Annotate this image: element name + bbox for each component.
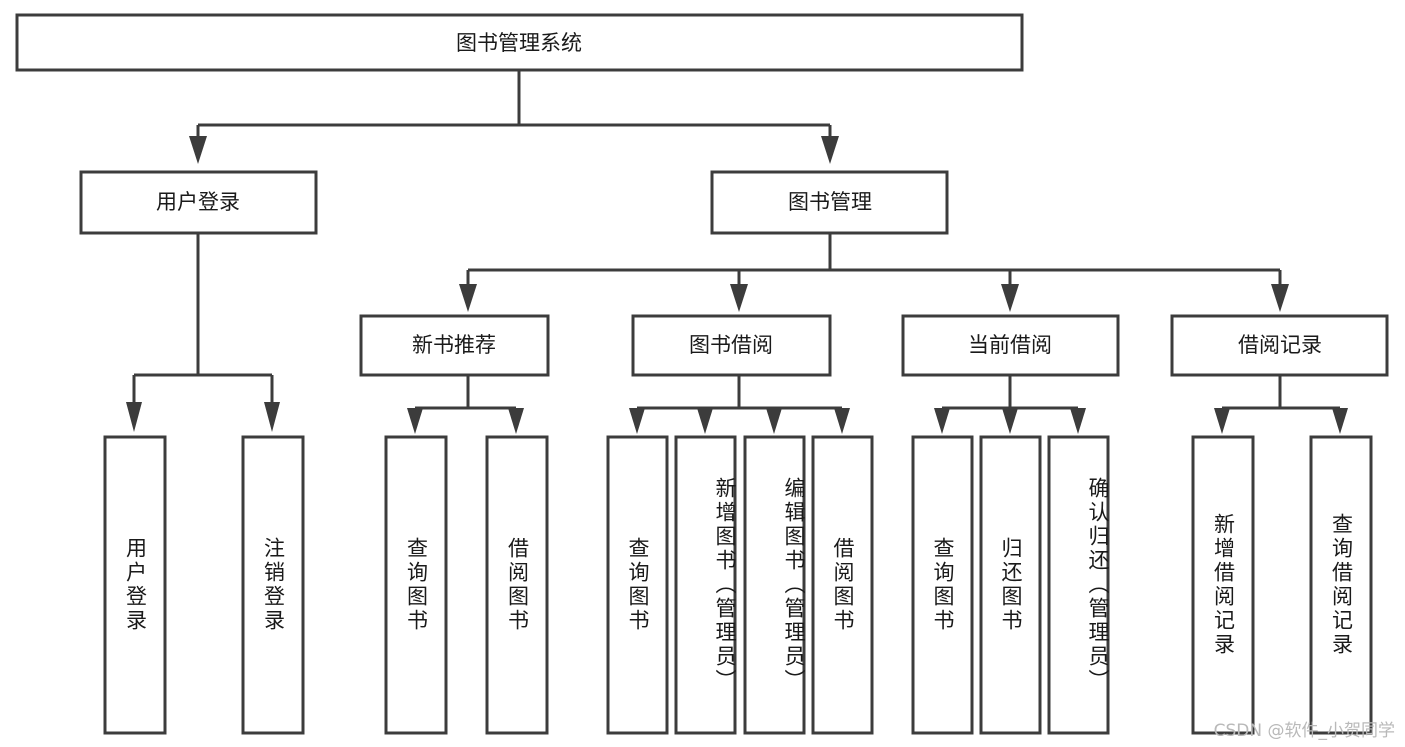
node-user-login[interactable]: 用户登录 (79, 170, 318, 235)
arrow-head-book-management (821, 136, 839, 164)
node-book-borrow-label: 图书借阅 (689, 333, 773, 357)
node-leaf-borrow-book-2-box[interactable] (811, 435, 874, 735)
arrow-head-current-borrow (1001, 284, 1019, 312)
arrow-head-new-book-recommend (459, 284, 477, 312)
node-user-login-box[interactable] (79, 170, 318, 235)
arrow-head-book-borrow (730, 284, 748, 312)
node-book-borrow[interactable]: 图书借阅 (631, 314, 832, 377)
arrow-head-leaf-query-record (1332, 408, 1348, 434)
arrow-head-leaf-borrow-book-2 (834, 408, 850, 434)
arrow-head-leaf-query-book-1 (407, 408, 423, 434)
arrow-head-user-login (189, 136, 207, 164)
node-root[interactable]: 图书管理系统 (15, 13, 1024, 72)
node-current-borrow[interactable]: 当前借阅 (901, 314, 1120, 377)
node-current-borrow-label: 当前借阅 (968, 333, 1052, 357)
node-leaf-query-book-2-box[interactable] (606, 435, 669, 735)
arrow-head-leaf-user-logout (264, 402, 280, 432)
arrow-head-borrow-record (1271, 284, 1289, 312)
arrow-head-leaf-query-book-3 (934, 408, 950, 434)
node-borrow-record-label: 借阅记录 (1238, 333, 1322, 357)
connector-group-book-management (459, 233, 1289, 312)
csdn-watermark: CSDN @软件_小贺同学 (1213, 721, 1395, 741)
node-leaf-confirm-return-box[interactable] (1047, 435, 1110, 735)
node-leaf-user-login-box[interactable] (103, 435, 167, 735)
arrow-head-leaf-confirm-return (1070, 408, 1086, 434)
connector-group-book-borrow (629, 375, 850, 434)
leaf-boxes (103, 435, 1373, 735)
connector-group-user-login (126, 233, 280, 432)
connector-group-borrow-record (1214, 375, 1348, 434)
node-leaf-user-logout-box[interactable] (241, 435, 305, 735)
arrow-head-leaf-user-login (126, 402, 142, 432)
node-root-box[interactable] (15, 13, 1024, 72)
node-book-management-label: 图书管理 (788, 190, 872, 214)
node-leaf-query-record-box[interactable] (1309, 435, 1373, 735)
node-leaf-query-book-3-box[interactable] (911, 435, 974, 735)
connector-group-current-borrow (934, 375, 1086, 434)
node-borrow-record[interactable]: 借阅记录 (1170, 314, 1389, 377)
node-leaf-return-book-box[interactable] (979, 435, 1042, 735)
arrow-head-leaf-add-book (697, 408, 713, 434)
node-new-book-recommend-label: 新书推荐 (412, 333, 496, 357)
connector-group-root (189, 70, 839, 164)
node-leaf-add-book-box[interactable] (674, 435, 737, 735)
node-borrow-record-box[interactable] (1170, 314, 1389, 377)
node-current-borrow-box[interactable] (901, 314, 1120, 377)
node-root-label: 图书管理系统 (456, 31, 582, 55)
node-book-management-box[interactable] (710, 170, 949, 235)
node-book-borrow-box[interactable] (631, 314, 832, 377)
arrow-head-leaf-return-book (1002, 408, 1018, 434)
node-leaf-borrow-book-1-box[interactable] (485, 435, 549, 735)
arrow-head-leaf-borrow-book-1 (508, 408, 524, 434)
node-new-book-recommend[interactable]: 新书推荐 (359, 314, 550, 377)
node-leaf-query-book-1-box[interactable] (384, 435, 448, 735)
node-book-management[interactable]: 图书管理 (710, 170, 949, 235)
node-new-book-recommend-box[interactable] (359, 314, 550, 377)
node-user-login-label: 用户登录 (156, 190, 240, 214)
node-leaf-add-record-box[interactable] (1191, 435, 1255, 735)
connector-group-new-book-recommend (407, 375, 524, 434)
arrow-head-leaf-edit-book (766, 408, 782, 434)
arrow-head-leaf-query-book-2 (629, 408, 645, 434)
arrow-head-leaf-add-record (1214, 408, 1230, 434)
node-leaf-edit-book-box[interactable] (743, 435, 806, 735)
